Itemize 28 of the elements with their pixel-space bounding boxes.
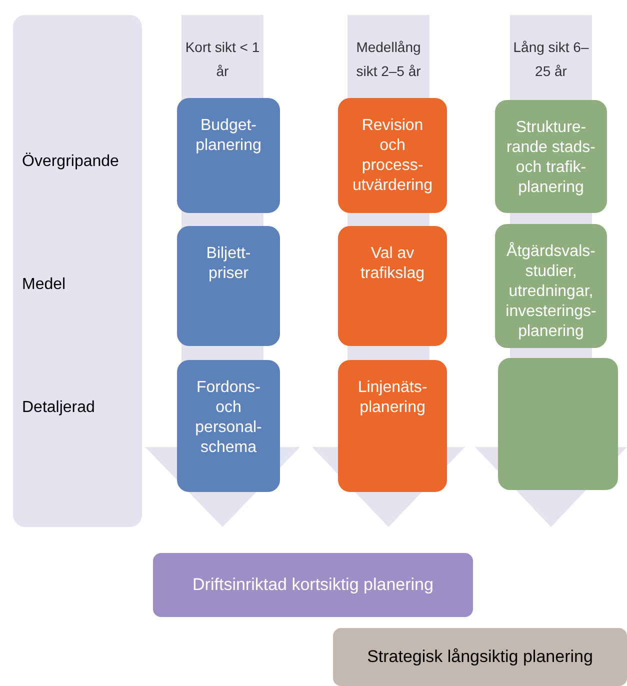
planning-band: [153, 553, 473, 617]
planning-box: [177, 226, 280, 346]
box-label: Revision och process-utvärdering: [351, 116, 434, 196]
planning-box: [177, 360, 280, 492]
row-label: Medel: [22, 275, 66, 295]
row-label-panel: [13, 15, 142, 527]
planning-box: [338, 98, 447, 213]
box-label: Val av trafikslag: [359, 244, 426, 284]
box-label: Budget-planering: [194, 116, 262, 156]
box-label: Fordons- och personal-schema: [194, 378, 263, 458]
planning-box: [338, 226, 447, 346]
box-label: Strukture-rande stads- och trafik-planering: [506, 118, 596, 198]
box-label: Biljett-priser: [205, 244, 252, 284]
column-header: Kort sikt < 1 år: [184, 38, 260, 81]
planning-band: [333, 628, 627, 686]
row-label: Detaljerad: [22, 398, 95, 418]
planning-box: [177, 98, 280, 213]
row-label: Övergripande: [22, 152, 119, 172]
box-label: Åtgärdsvals-studier, utredningar, investerings-planering: [504, 242, 598, 342]
column-header: Lång sikt 6–25 år: [513, 38, 589, 81]
column-header: Medellång sikt 2–5 år: [355, 38, 422, 81]
band-label: Driftsinriktad kortsiktig planering: [192, 574, 434, 596]
planning-box: [495, 224, 607, 348]
planning-box: [498, 358, 618, 490]
band-label: Strategisk långsiktig planering: [367, 646, 593, 668]
planning-box: [495, 100, 607, 213]
box-label: Linjenäts-planering: [356, 378, 428, 418]
planning-box: [338, 360, 447, 492]
